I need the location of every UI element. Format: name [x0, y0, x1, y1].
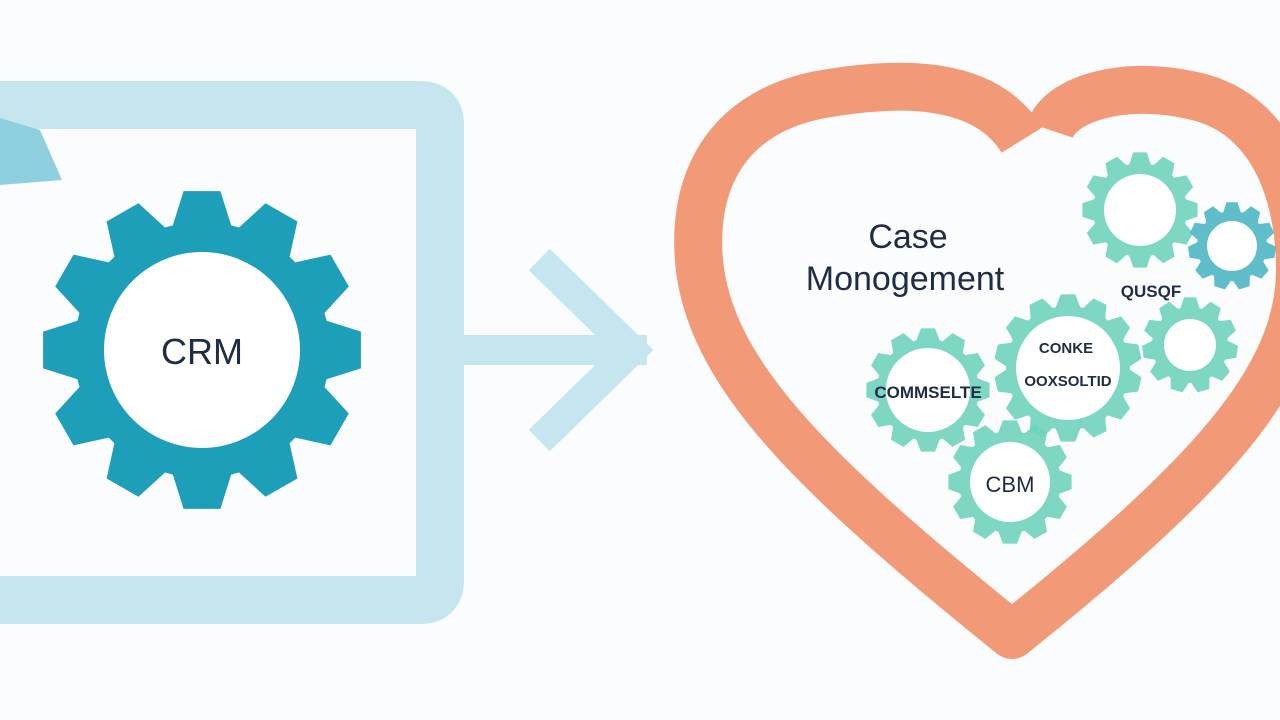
crm-gear-label: CRM [161, 331, 243, 372]
gear-icon-center [994, 294, 1142, 442]
gear-label-center-top: CONKE [1039, 340, 1093, 357]
gear-label-center-bottom: OOXSOLTID [1024, 373, 1111, 390]
gear-icon-top-hole [1104, 174, 1176, 246]
crm-gear-icon: CRM [43, 191, 361, 509]
crm-frame [0, 81, 464, 624]
gear-icon-bottom [948, 420, 1072, 544]
crm-gear-hole [104, 252, 300, 448]
gear-icon-top [1082, 152, 1198, 268]
gear-icon-right-hole [1164, 319, 1216, 371]
case-management-title-line2: Monogement [806, 260, 1005, 298]
gear-icon-right [1142, 297, 1238, 393]
small-gears-group [866, 152, 1276, 544]
heart-icon [674, 62, 1280, 659]
gear-icon-bottom-hole [970, 442, 1050, 522]
gear-label-quser: QUSQF [1121, 282, 1181, 301]
right-arrow-icon [453, 248, 654, 452]
gear-icon-center-hole [1016, 316, 1120, 420]
case-management-title-line1: Case [868, 218, 947, 256]
gear-icon-left-hole [886, 348, 970, 432]
gear-label-left: COMMSELTE [874, 383, 981, 402]
heart-outline [674, 62, 1280, 659]
gear-label-bottom: CBM [986, 472, 1035, 497]
frame-border [0, 81, 464, 624]
gear-icon-left [866, 328, 990, 452]
gear-icon-right-top [1188, 202, 1276, 290]
frame-corner-tab [0, 118, 62, 185]
gear-icon-right-top-hole [1207, 221, 1257, 271]
arrow-shape [453, 248, 654, 452]
